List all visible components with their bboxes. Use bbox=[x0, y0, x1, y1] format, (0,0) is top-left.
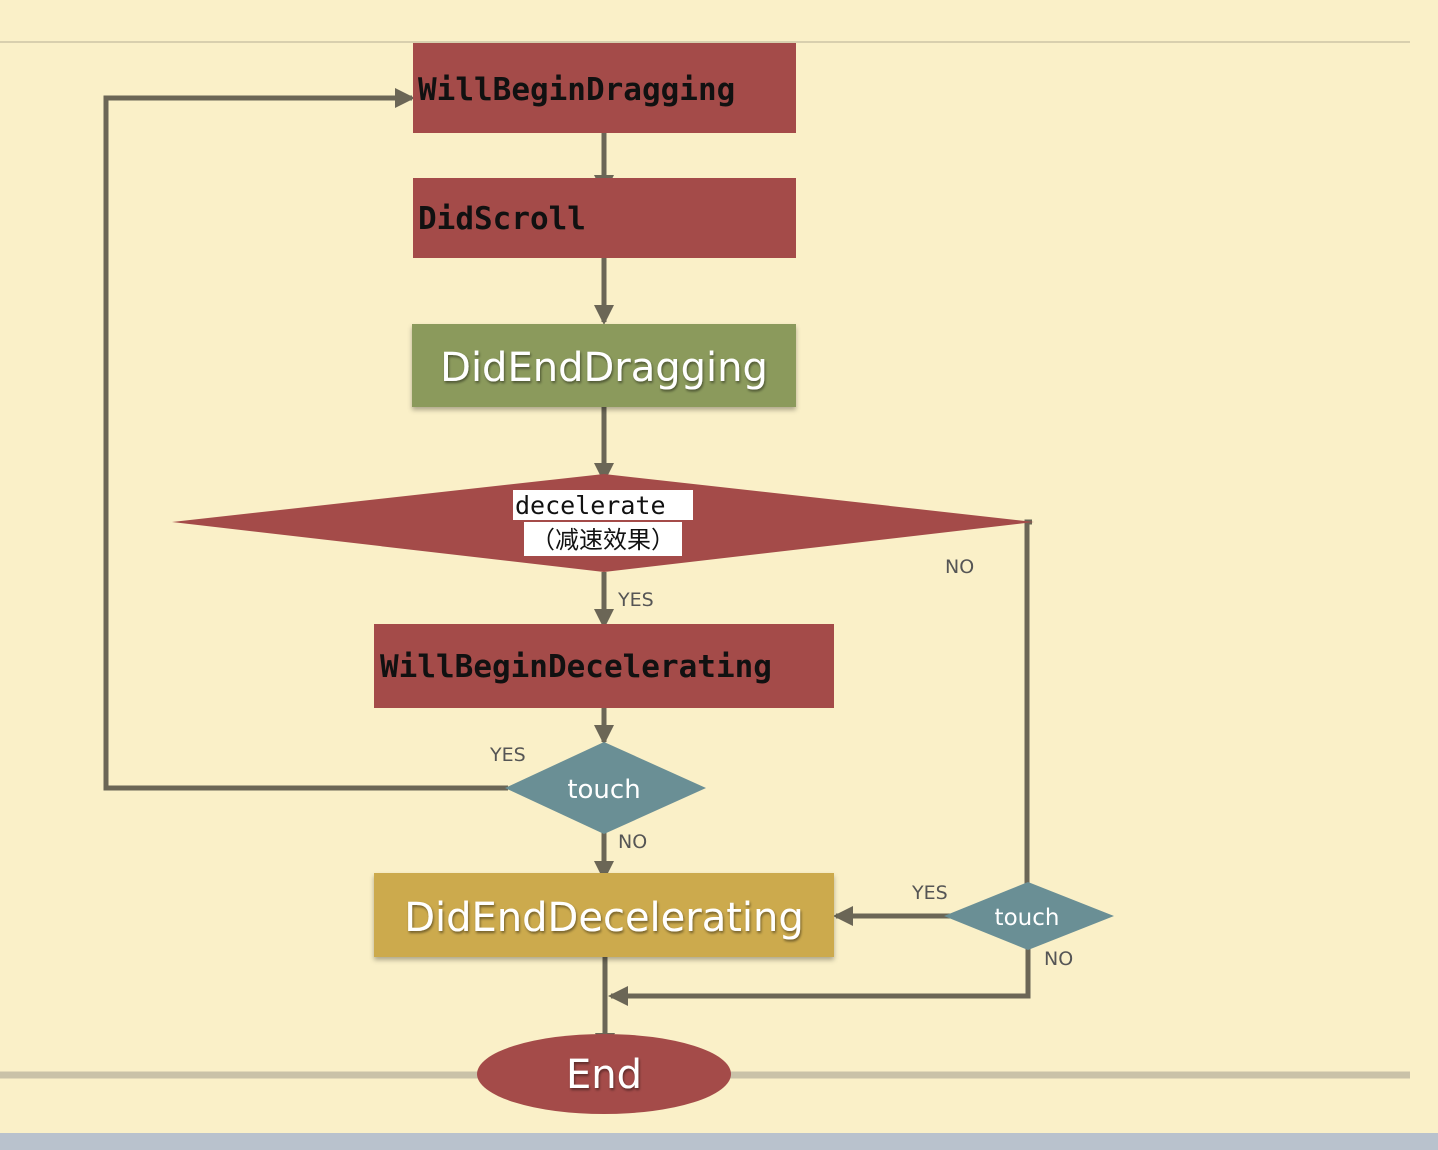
touch-center-label: touch bbox=[567, 775, 640, 805]
decelerate-sub-label-bg bbox=[524, 522, 682, 556]
decelerate-label: decelerate bbox=[515, 491, 666, 520]
will-begin-dragging-label: WillBeginDragging bbox=[418, 72, 735, 108]
did-end-decelerating-label: DidEndDecelerating bbox=[404, 895, 804, 941]
end-label: End bbox=[566, 1052, 642, 1098]
touch-right-yes-label: YES bbox=[911, 882, 948, 904]
edge-touch-right-no bbox=[608, 948, 1031, 1006]
node-decelerate-decision: decelerate （减速效果） bbox=[172, 474, 1034, 572]
bottom-bar bbox=[0, 1133, 1438, 1150]
touch-right-no-label: NO bbox=[1044, 948, 1073, 970]
node-end: End bbox=[477, 1034, 731, 1114]
touch-center-no-label: NO bbox=[618, 831, 647, 853]
node-touch-right-decision: touch bbox=[944, 882, 1114, 950]
decelerate-no-label: NO bbox=[945, 556, 974, 578]
touch-right-label: touch bbox=[995, 905, 1060, 931]
decelerate-yes-label: YES bbox=[617, 589, 654, 611]
node-touch-center-decision: touch bbox=[505, 742, 706, 834]
touch-center-yes-label: YES bbox=[489, 744, 526, 766]
connectors bbox=[103, 88, 1032, 1053]
node-will-begin-dragging: WillBeginDragging bbox=[413, 43, 796, 133]
node-did-end-dragging: DidEndDragging bbox=[412, 324, 796, 407]
decelerate-sub-label: （减速效果） bbox=[531, 526, 675, 554]
decelerate-label-bg bbox=[513, 490, 693, 520]
did-end-dragging-label: DidEndDragging bbox=[440, 345, 768, 391]
edge-touch-yes-loop bbox=[103, 88, 508, 791]
node-will-begin-decelerating: WillBeginDecelerating bbox=[374, 624, 834, 708]
edge-labels: YES NO YES NO YES NO bbox=[489, 556, 1073, 970]
node-did-end-decelerating: DidEndDecelerating bbox=[374, 873, 834, 957]
did-scroll-label: DidScroll bbox=[418, 201, 586, 237]
node-did-scroll: DidScroll bbox=[413, 178, 796, 258]
will-begin-decelerating-label: WillBeginDecelerating bbox=[380, 649, 772, 685]
